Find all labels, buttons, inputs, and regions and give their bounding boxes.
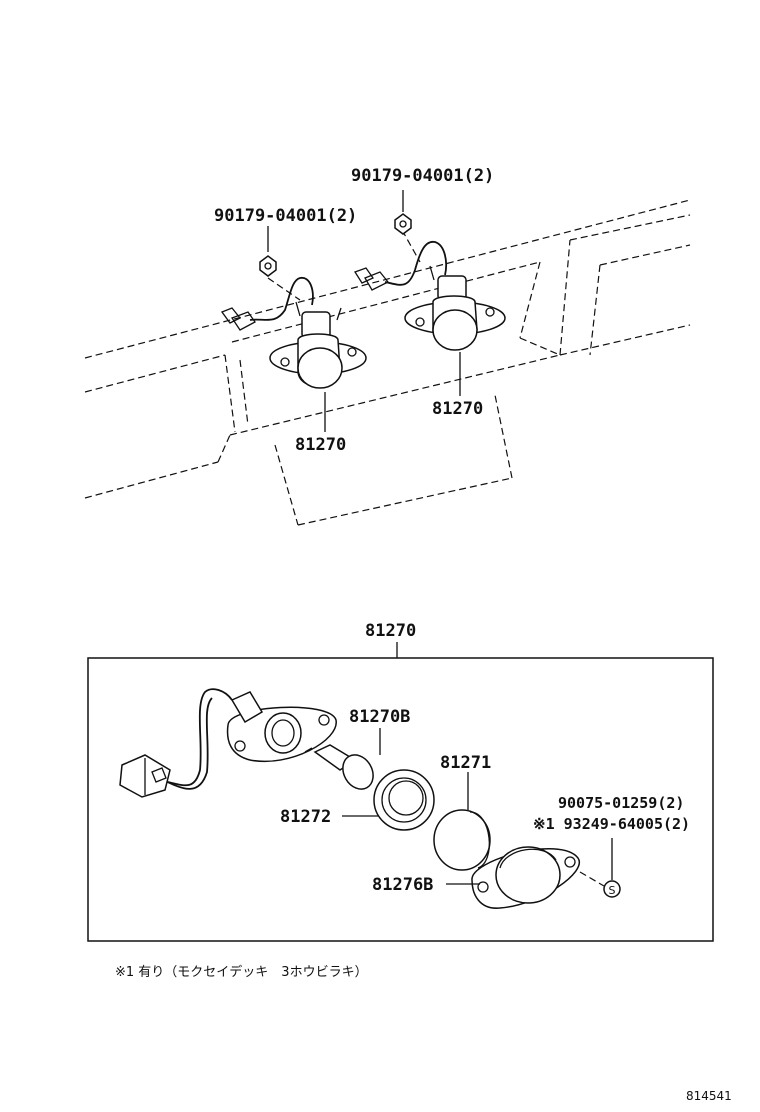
license-lamp-left bbox=[220, 277, 367, 389]
callout-lamp-left: 81270 bbox=[295, 435, 346, 455]
diagram-code: 814541 bbox=[686, 1089, 732, 1103]
bulb bbox=[304, 744, 374, 790]
gasket bbox=[373, 769, 435, 831]
callout-nut-right: 90179-04001(2) bbox=[351, 166, 494, 186]
lamp-socket bbox=[119, 688, 337, 798]
nut-left bbox=[259, 255, 277, 277]
callout-lens: 81271 bbox=[440, 753, 491, 773]
callout-gasket: 81272 bbox=[280, 807, 331, 827]
screw-axis bbox=[579, 871, 605, 887]
callout-screw-a: 90075-01259(2) bbox=[558, 794, 684, 812]
bumper-panel-outline bbox=[84, 199, 691, 526]
callout-nut-left: 90179-04001(2) bbox=[214, 206, 357, 226]
screw-symbol-circle bbox=[603, 880, 621, 898]
nut-right bbox=[394, 213, 412, 235]
screw-symbol: S bbox=[609, 884, 616, 897]
footnote: ※1 有り（モクセイデッキ 3ホウビラキ） bbox=[115, 964, 368, 980]
lens bbox=[433, 809, 491, 871]
callout-lamp-right: 81270 bbox=[432, 399, 483, 419]
callout-bulb: 81270B bbox=[349, 707, 410, 727]
callout-screw-b: ※1 93249-64005(2) bbox=[533, 815, 690, 833]
license-lamp-right bbox=[354, 229, 506, 351]
callout-housing: 81276B bbox=[372, 875, 433, 895]
callout-assembly: 81270 bbox=[365, 621, 416, 641]
assembly-frame bbox=[87, 657, 714, 942]
lamp-housing bbox=[471, 846, 581, 909]
